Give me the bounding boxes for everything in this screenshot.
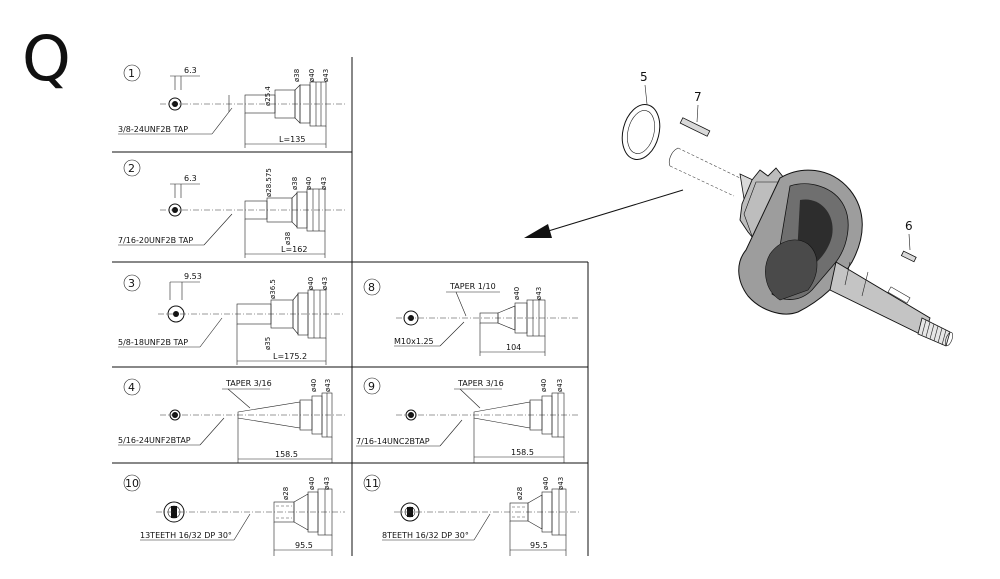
taper-label: TAPER 3/16 (225, 379, 272, 388)
length-dimension: 95.5 (530, 541, 548, 550)
variant-number: 2 (128, 162, 135, 175)
diameter-2: ø43 (535, 287, 543, 300)
diameter-3: ø40 (308, 69, 316, 82)
variant-1: 1 6.3 L=135 ø25.4 ø38 ø40 ø43 3/8-24UNF2… (118, 64, 345, 148)
diameter-2: ø40 (308, 477, 316, 490)
diameter-1: ø40 (513, 287, 521, 300)
variant-number: 4 (128, 381, 135, 394)
variant-number: 10 (125, 477, 139, 490)
variant-number: 9 (368, 380, 375, 393)
variant-number: 3 (128, 277, 135, 290)
diameter-2: ø38 (293, 69, 301, 82)
taper-label: TAPER 3/16 (457, 379, 504, 388)
variant-grid (112, 57, 589, 556)
tap-spec: 3/8-24UNF2B TAP (118, 125, 188, 134)
tap-spec: M10x1.25 (394, 337, 434, 346)
diameter-2: ø40 (307, 277, 315, 290)
variant-2: 2 6.3 L=162 ø28.575 ø38 ø40 ø43 ø38 7/16… (118, 159, 345, 258)
length-dimension: 158.5 (275, 450, 298, 459)
diameter-1: ø40 (310, 379, 318, 392)
diameter-extra: ø38 (284, 232, 292, 245)
crankshaft-illustration: 5 7 6 (524, 70, 953, 347)
diameter-2: ø40 (542, 477, 550, 490)
variant-4: 4 TAPER 3/16 158.5 ø40 ø43 5/16-24UNF2BT… (118, 378, 345, 463)
key-part (679, 117, 711, 137)
diameter-1: ø40 (540, 379, 548, 392)
variant-number: 8 (368, 281, 375, 294)
diameter-1: ø28 (516, 487, 524, 500)
diameter-2: ø38 (291, 177, 299, 190)
tap-spec: 7/16-20UNF2B TAP (118, 236, 193, 245)
diameter-4: ø43 (320, 177, 328, 190)
variant-11: 11 95.5 ø28 ø40 ø43 8TEETH 16/32 DP 30° (363, 474, 580, 556)
diameter-3: ø40 (305, 177, 313, 190)
variant-3: 3 9.53 L=175.2 ø36.5 ø40 ø43 ø35 5/8-18U… (118, 272, 345, 365)
variant-9: 9 TAPER 3/16 158.5 ø40 ø43 7/16-14UNC2BT… (356, 377, 580, 463)
tap-spec: 13TEETH 16/32 DP 30° (140, 531, 232, 540)
tap-spec: 5/16-24UNF2BTAP (118, 436, 191, 445)
ring-part (621, 103, 661, 161)
diameter-1: ø36.5 (269, 279, 277, 299)
diameter-1: ø28 (282, 487, 290, 500)
diameter-2: ø43 (324, 379, 332, 392)
variant-number: 1 (128, 67, 135, 80)
offset-dimension: 6.3 (184, 66, 197, 75)
tap-spec: 7/16-14UNC2BTAP (356, 437, 430, 446)
diameter-extra: ø35 (264, 337, 272, 350)
tap-spec: 8TEETH 16/32 DP 30° (382, 531, 469, 540)
taper-label: TAPER 1/10 (449, 282, 496, 291)
diameter-2: ø43 (556, 379, 564, 392)
length-dimension: 158.5 (511, 448, 534, 457)
callout-5: 5 (640, 70, 648, 84)
diameter-3: ø43 (321, 277, 329, 290)
section-letter: Q (22, 22, 71, 95)
small-key-part (900, 250, 917, 263)
callout-7: 7 (694, 90, 702, 104)
diameter-1: ø25.4 (264, 86, 272, 106)
length-dimension: 95.5 (295, 541, 313, 550)
variant-number: 11 (365, 477, 379, 490)
variant-10: 10 95.5 ø28 ø40 ø43 13TEETH 16/32 DP 30° (123, 474, 345, 556)
callout-6: 6 (905, 219, 913, 233)
length-dimension: L=175.2 (273, 352, 307, 361)
diameter-4: ø43 (322, 69, 330, 82)
offset-dimension: 6.3 (184, 174, 197, 183)
diameter-1: ø28.575 (265, 168, 273, 197)
length-dimension: L=135 (279, 135, 305, 144)
length-dimension: L=162 (281, 245, 307, 254)
length-dimension: 104 (506, 343, 521, 352)
tap-spec: 5/8-18UNF2B TAP (118, 338, 188, 347)
variant-8: 8 TAPER 1/10 104 ø40 ø43 M10x1.25 (363, 278, 580, 356)
offset-dimension: 9.53 (184, 272, 202, 281)
diameter-3: ø43 (557, 477, 565, 490)
diameter-3: ø43 (323, 477, 331, 490)
